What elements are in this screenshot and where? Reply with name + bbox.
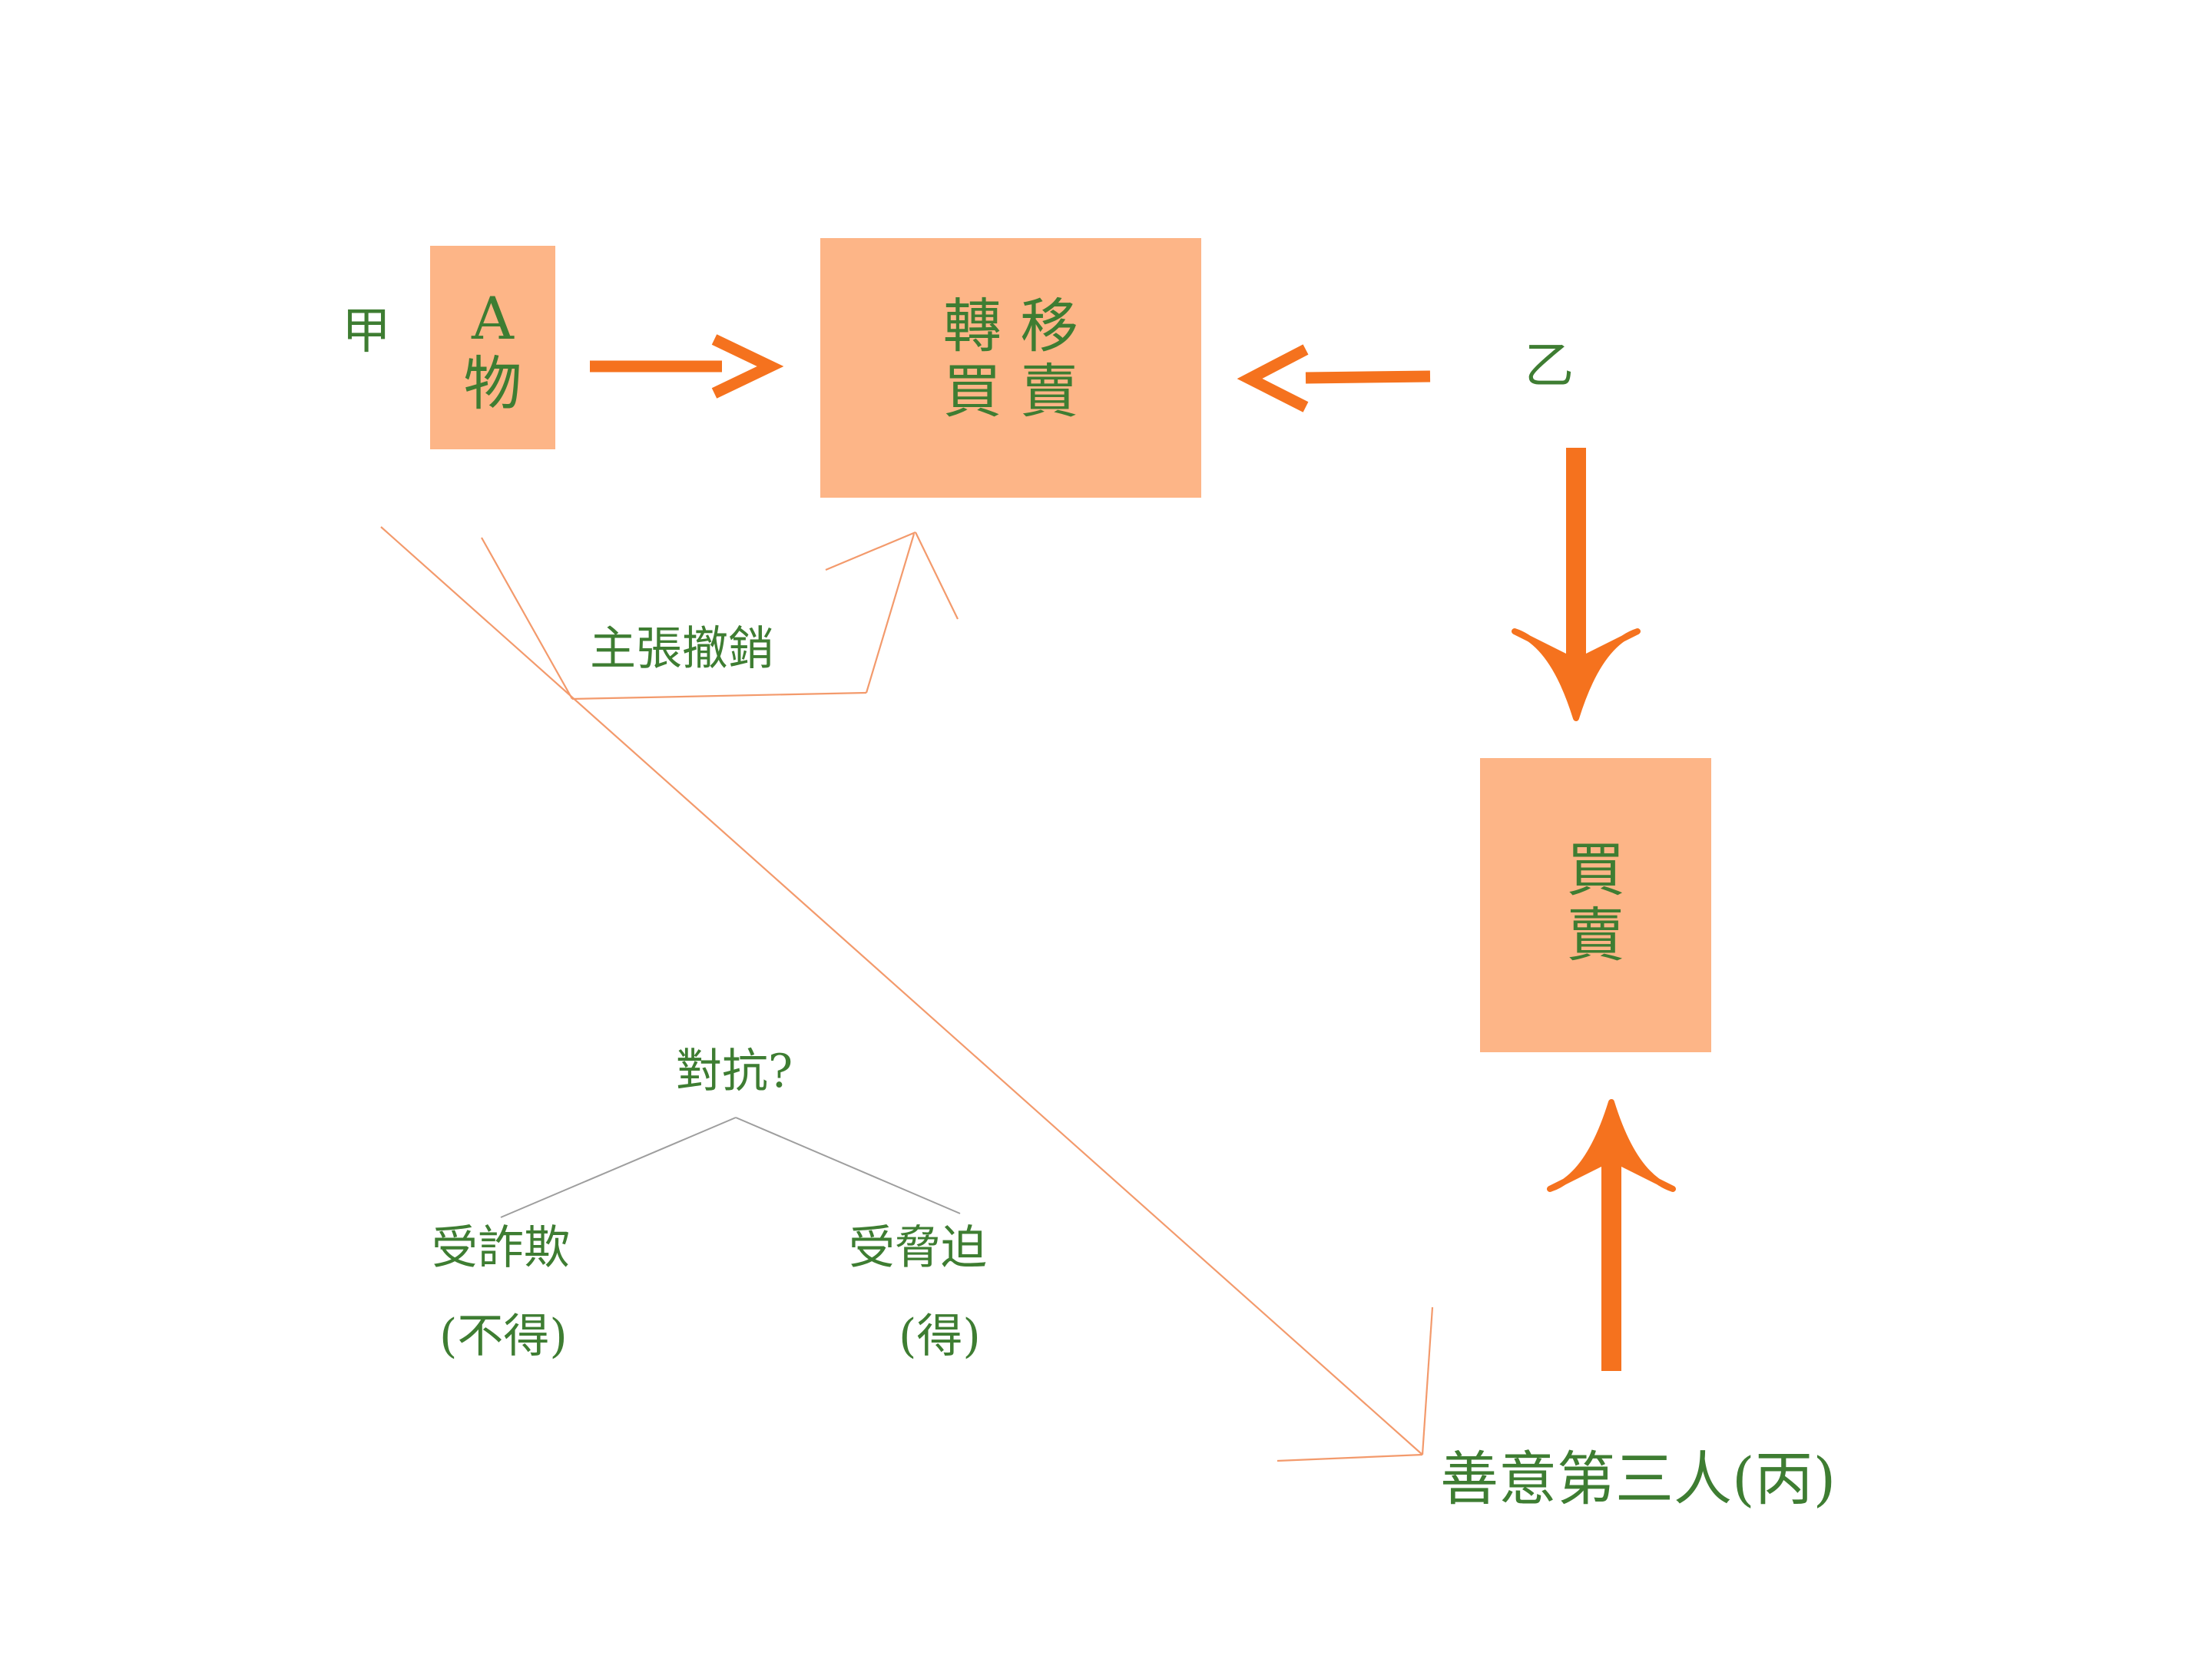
oppose-third-party-arrow bbox=[380, 526, 1434, 1462]
claim-revoke-label: 主張撤銷 bbox=[590, 622, 774, 676]
sale-box-label-line2: 賣 bbox=[1566, 901, 1625, 970]
item-label-line2: 物 bbox=[463, 349, 522, 419]
duress-label: 受脅迫 bbox=[849, 1221, 987, 1275]
sale-box-label: 買 賣 bbox=[1480, 837, 1711, 968]
party-a-label: 甲 bbox=[342, 303, 391, 360]
third-party-label: 善意第三人(丙) bbox=[1440, 1445, 1836, 1513]
transfer-sale-label: 轉 移 買 賣 bbox=[820, 293, 1201, 424]
transfer-label: 轉 移 bbox=[942, 292, 1079, 360]
transfer-sale-box bbox=[820, 238, 1201, 498]
item-box bbox=[430, 246, 555, 449]
item-label-line1: A bbox=[472, 284, 514, 353]
fraud-result-label: (不得) bbox=[439, 1310, 568, 1363]
arrow-right-icon bbox=[590, 334, 784, 399]
fraud-label: 受詐欺 bbox=[432, 1221, 570, 1275]
arrow-up-icon bbox=[1547, 1099, 1676, 1371]
sale-box bbox=[1480, 758, 1711, 1052]
claim-revoke-arrow bbox=[481, 531, 959, 700]
arrow-down-icon bbox=[1512, 448, 1641, 721]
sale-box-label-line1: 買 bbox=[1566, 836, 1625, 904]
branch-lines bbox=[500, 1117, 961, 1218]
arrow-left-icon bbox=[1237, 344, 1431, 412]
party-b-label: 乙 bbox=[1525, 338, 1574, 395]
duress-result-label: (得) bbox=[899, 1310, 981, 1363]
sale-label: 買 賣 bbox=[942, 357, 1079, 426]
oppose-label: 對抗? bbox=[676, 1045, 793, 1098]
item-label: A 物 bbox=[430, 286, 555, 416]
